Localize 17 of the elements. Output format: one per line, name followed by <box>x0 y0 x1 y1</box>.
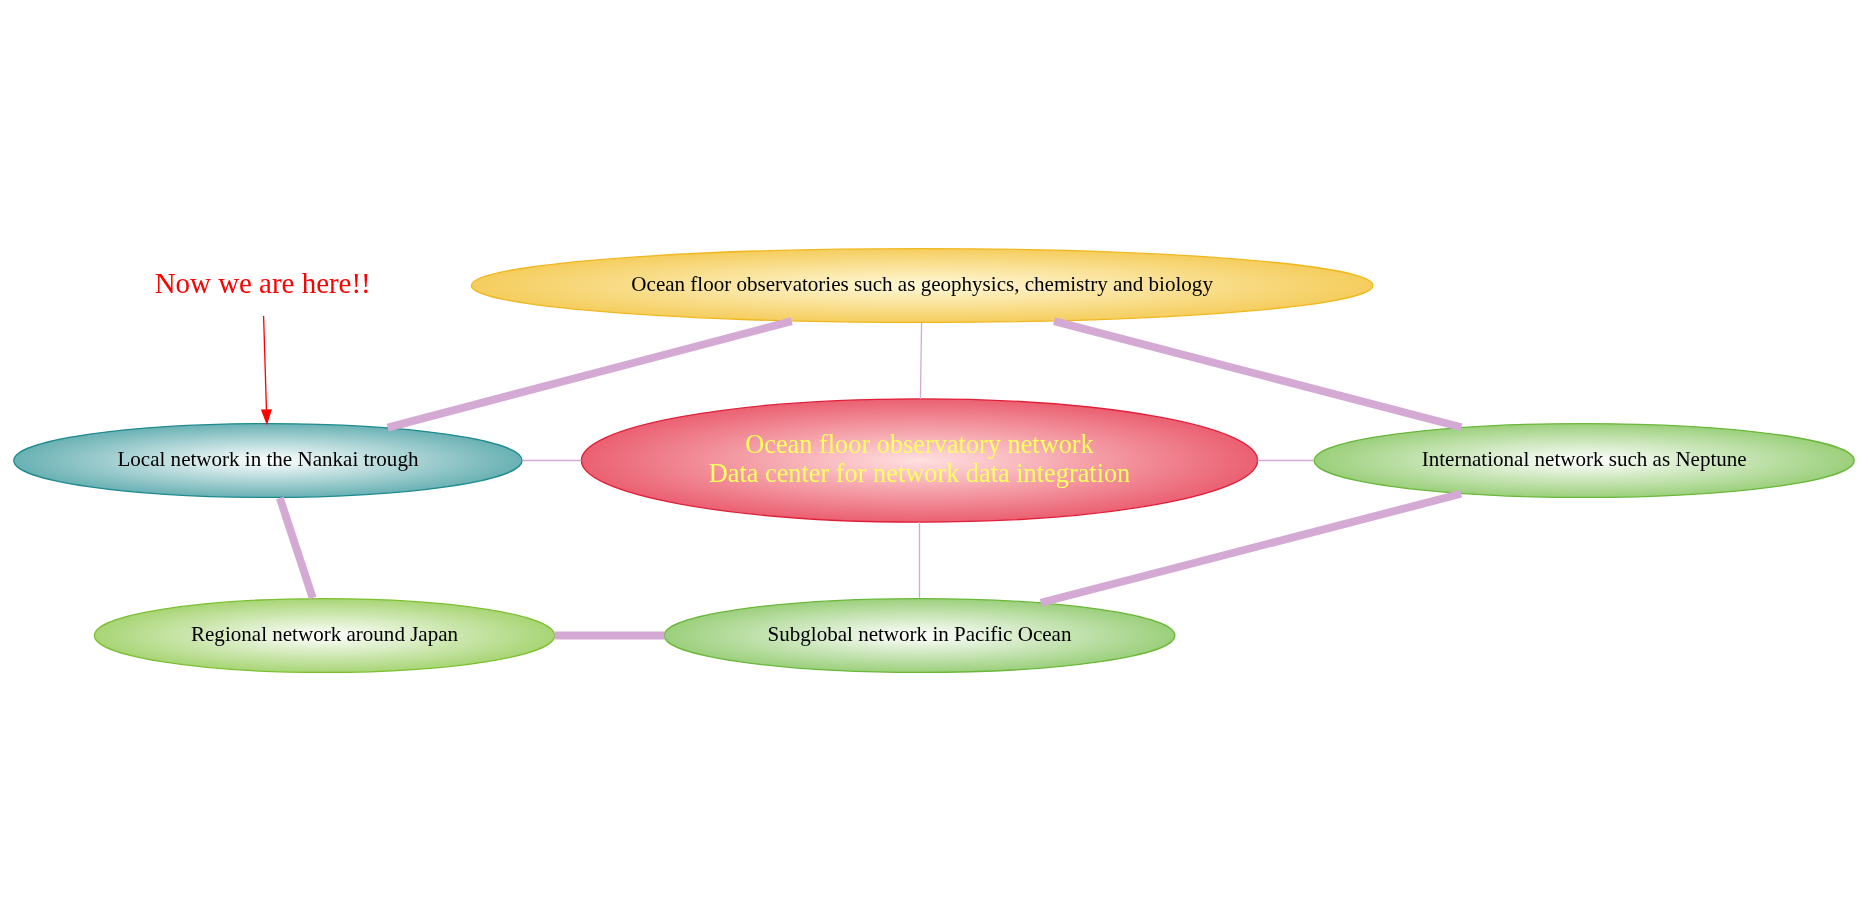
node-ellipse: Subglobal network in Pacific Ocean <box>663 597 1176 674</box>
node-ellipse: Local network in the Nankai trough <box>13 422 523 499</box>
connector <box>521 459 583 462</box>
node-ellipse: International network such as Neptune <box>1313 422 1855 499</box>
connector <box>276 496 317 600</box>
node-ellipse: Ocean floor observatories such as geophysics, chemistry and biology <box>470 247 1374 324</box>
connector <box>554 631 665 640</box>
node-ellipse: Regional network around Japan <box>93 597 556 674</box>
connector <box>1257 459 1315 462</box>
connector <box>919 322 923 400</box>
connector <box>1053 317 1463 432</box>
connector <box>918 521 921 599</box>
node-ellipse: Ocean floor observatory network Data center for network data integration <box>580 398 1259 523</box>
arrow <box>260 315 272 426</box>
node-text: Now we are here!! <box>154 266 371 299</box>
connector <box>1039 489 1463 607</box>
connector <box>386 317 793 432</box>
